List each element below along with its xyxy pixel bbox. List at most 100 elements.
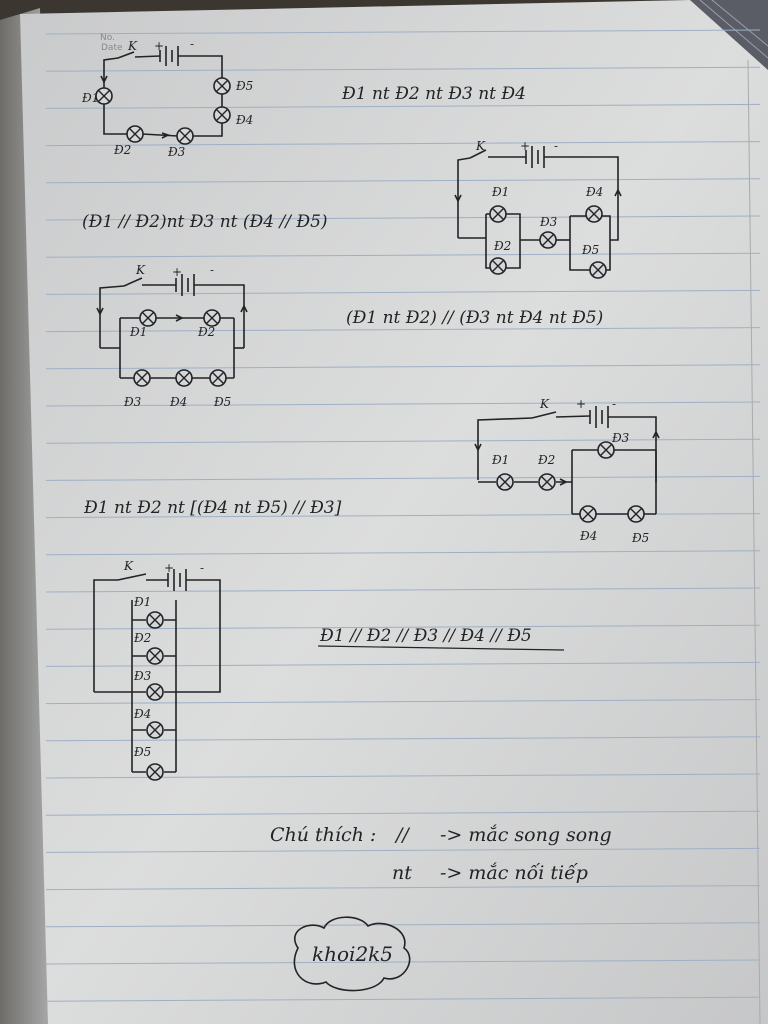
ruled-line xyxy=(45,141,761,147)
lamp-icon xyxy=(146,611,164,629)
c2-switch-label: K xyxy=(476,139,485,153)
ruled-line xyxy=(45,959,761,965)
lamp-icon xyxy=(538,473,556,491)
c4-lamp-label-5: Đ5 xyxy=(632,531,650,545)
lamp-icon xyxy=(146,763,164,781)
c2-lamp-label-3: Đ3 xyxy=(540,215,558,229)
lamp-icon xyxy=(209,369,227,387)
lamp-icon xyxy=(489,257,507,275)
ruled-line xyxy=(45,847,761,853)
c1-lamp-label-2: Đ2 xyxy=(114,143,132,157)
lamp-icon xyxy=(585,205,603,223)
lamp-symbols xyxy=(95,77,645,781)
signature-cloud xyxy=(293,916,411,992)
ruled-line xyxy=(45,699,761,705)
c3-battery-plus: + xyxy=(172,265,183,279)
ruled-line xyxy=(45,587,761,593)
lamp-icon xyxy=(126,125,144,143)
lamp-icon xyxy=(146,647,164,665)
circuit-5-wires xyxy=(93,569,221,773)
lamp-icon xyxy=(213,106,231,124)
ruled-line xyxy=(45,550,761,556)
ruled-line xyxy=(45,475,761,481)
c5-battery-minus: - xyxy=(200,561,205,575)
c3-lamp-label-5: Đ5 xyxy=(214,395,232,409)
ruled-line xyxy=(45,810,761,816)
ruled-line xyxy=(45,29,761,35)
c5-battery-plus: + xyxy=(164,561,175,575)
ruled-line xyxy=(45,66,761,72)
legend-series-symbol: nt xyxy=(392,862,412,884)
legend-title: Chú thích : xyxy=(270,824,377,846)
c1-lamp-label-1: Đ1 xyxy=(82,91,100,105)
c5-switch-label: K xyxy=(124,559,133,573)
c1-switch-label: K xyxy=(128,39,137,53)
ruled-line xyxy=(45,438,761,444)
lamp-icon xyxy=(146,721,164,739)
c4-switch-label: K xyxy=(540,397,549,411)
c3-lamp-label-2: Đ2 xyxy=(198,325,216,339)
lamp-icon xyxy=(213,77,231,95)
notebook-date-label: Date xyxy=(101,43,123,53)
c2-lamp-label-1: Đ1 xyxy=(492,185,510,199)
ruled-line xyxy=(45,327,761,333)
lamp-icon xyxy=(175,369,193,387)
lamp-icon xyxy=(589,261,607,279)
ruled-line xyxy=(45,773,761,779)
signature-text: khoi2k5 xyxy=(312,942,394,966)
c4-lamp-label-4: Đ4 xyxy=(580,529,598,543)
c1-battery-plus: + xyxy=(154,39,165,53)
ruled-line xyxy=(45,215,761,221)
lamp-icon xyxy=(539,231,557,249)
ruled-line xyxy=(45,922,761,928)
circuit-4-wires xyxy=(474,406,660,515)
ruled-line xyxy=(45,103,761,109)
lamp-icon xyxy=(176,127,194,145)
lamp-icon xyxy=(203,309,221,327)
c3-lamp-label-4: Đ4 xyxy=(170,395,188,409)
c4-formula: Đ1 nt Đ2 nt [(Đ4 nt Đ5) // Đ3] xyxy=(84,498,342,518)
c4-battery-plus: + xyxy=(576,397,587,411)
c5-lamp-label-1: Đ1 xyxy=(134,595,152,609)
c5-lamp-label-5: Đ5 xyxy=(134,745,152,759)
ruled-line xyxy=(45,252,761,258)
c3-switch-label: K xyxy=(136,263,145,277)
c5-lamp-label-2: Đ2 xyxy=(134,631,152,645)
ruled-line xyxy=(45,364,761,370)
c5-formula: Đ1 // Đ2 // Đ3 // Đ4 // Đ5 xyxy=(320,626,532,646)
legend-parallel-meaning: -> mắc song song xyxy=(440,824,612,846)
c1-battery-minus: - xyxy=(190,37,195,51)
c3-formula: (Đ1 nt Đ2) // (Đ3 nt Đ4 nt Đ5) xyxy=(346,308,604,328)
c4-lamp-label-2: Đ2 xyxy=(538,453,556,467)
lamp-icon xyxy=(133,369,151,387)
ruled-line xyxy=(45,661,761,667)
c2-battery-minus: - xyxy=(554,139,559,153)
ruled-line xyxy=(45,736,761,742)
c4-battery-minus: - xyxy=(612,397,617,411)
ruled-line xyxy=(45,996,761,1002)
ruled-line xyxy=(45,401,761,407)
c4-lamp-label-1: Đ1 xyxy=(492,453,510,467)
ruled-line xyxy=(45,289,761,295)
legend-series-meaning: -> mắc nối tiếp xyxy=(440,862,588,884)
c3-lamp-label-3: Đ3 xyxy=(124,395,142,409)
lamp-icon xyxy=(146,683,164,701)
c2-lamp-label-5: Đ5 xyxy=(582,243,600,257)
c4-lamp-label-3: Đ3 xyxy=(612,431,630,445)
legend-parallel-symbol: // xyxy=(396,824,409,846)
lamp-icon xyxy=(579,505,597,523)
lamp-icon xyxy=(597,441,615,459)
c2-lamp-label-2: Đ2 xyxy=(494,239,512,253)
c1-lamp-label-4: Đ4 xyxy=(236,113,254,127)
c3-lamp-label-1: Đ1 xyxy=(130,325,148,339)
c3-battery-minus: - xyxy=(210,263,215,277)
ruled-line xyxy=(45,885,761,891)
c5-lamp-label-4: Đ4 xyxy=(134,707,152,721)
lamp-icon xyxy=(95,87,113,105)
circuit-3-wires xyxy=(96,274,248,379)
c1-lamp-label-5: Đ5 xyxy=(236,79,254,93)
ruled-line xyxy=(45,624,761,630)
lamp-icon xyxy=(496,473,514,491)
